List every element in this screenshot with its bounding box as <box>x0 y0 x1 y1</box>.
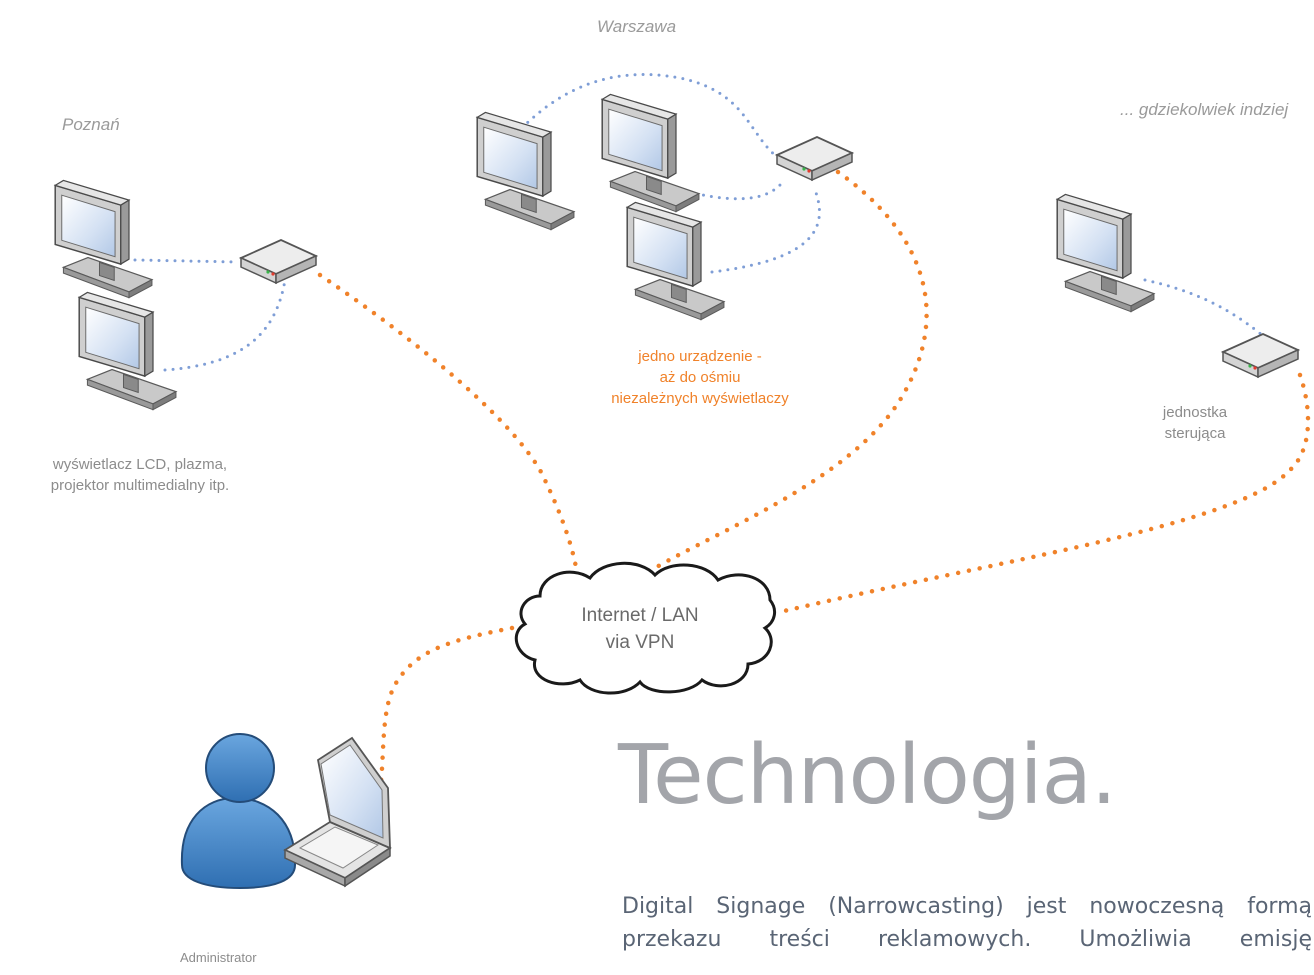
router-warszawa <box>776 136 853 181</box>
orange-link-elsewhere <box>777 372 1311 615</box>
blue-links <box>133 73 1264 372</box>
location-label-elsewhere: ... gdziekolwiek indziej <box>1120 100 1289 119</box>
administrator-icon <box>180 733 297 890</box>
monitor-elsewhere <box>1056 193 1155 313</box>
caption-control-unit: jednostka sterująca <box>1162 404 1228 442</box>
cloud-label: Internet / LAN via VPN <box>581 605 699 653</box>
monitor-warszawa-2 <box>601 93 700 213</box>
orange-link-poznan <box>317 272 581 583</box>
monitor-poznan-2 <box>78 291 177 411</box>
blue-link-elsewhere-monitor <box>1143 278 1264 337</box>
laptop-icon <box>283 736 392 888</box>
blue-link-poznan-monitor2 <box>163 278 287 372</box>
location-label-poznan: Poznań <box>62 115 120 134</box>
blue-link-poznan-monitor1 <box>133 258 240 264</box>
monitor-warszawa-3 <box>626 201 725 321</box>
caption-displays: wyświetlacz LCD, plazma, projektor multi… <box>50 456 230 494</box>
router-elsewhere <box>1222 333 1299 378</box>
blue-link-warszawa-monitor2 <box>678 183 782 201</box>
body-paragraph: Digital Signage (Narrowcasting) jest now… <box>622 894 1312 952</box>
cloud-icon <box>514 561 777 695</box>
monitor-warszawa-1 <box>476 111 575 231</box>
administrator-label: Administrator <box>180 950 257 965</box>
caption-one-device: jedno urządzenie - aż do ośmiu niezależn… <box>611 348 789 407</box>
orange-links <box>317 169 1311 793</box>
blue-link-warszawa-monitor3 <box>710 188 821 274</box>
router-poznan <box>240 239 317 284</box>
orange-link-admin <box>377 625 515 793</box>
orange-link-warszawa <box>652 169 929 571</box>
location-label-warszawa: Warszawa <box>597 17 677 36</box>
monitor-poznan-1 <box>54 179 153 299</box>
page-heading: Technologia. <box>618 728 1117 823</box>
